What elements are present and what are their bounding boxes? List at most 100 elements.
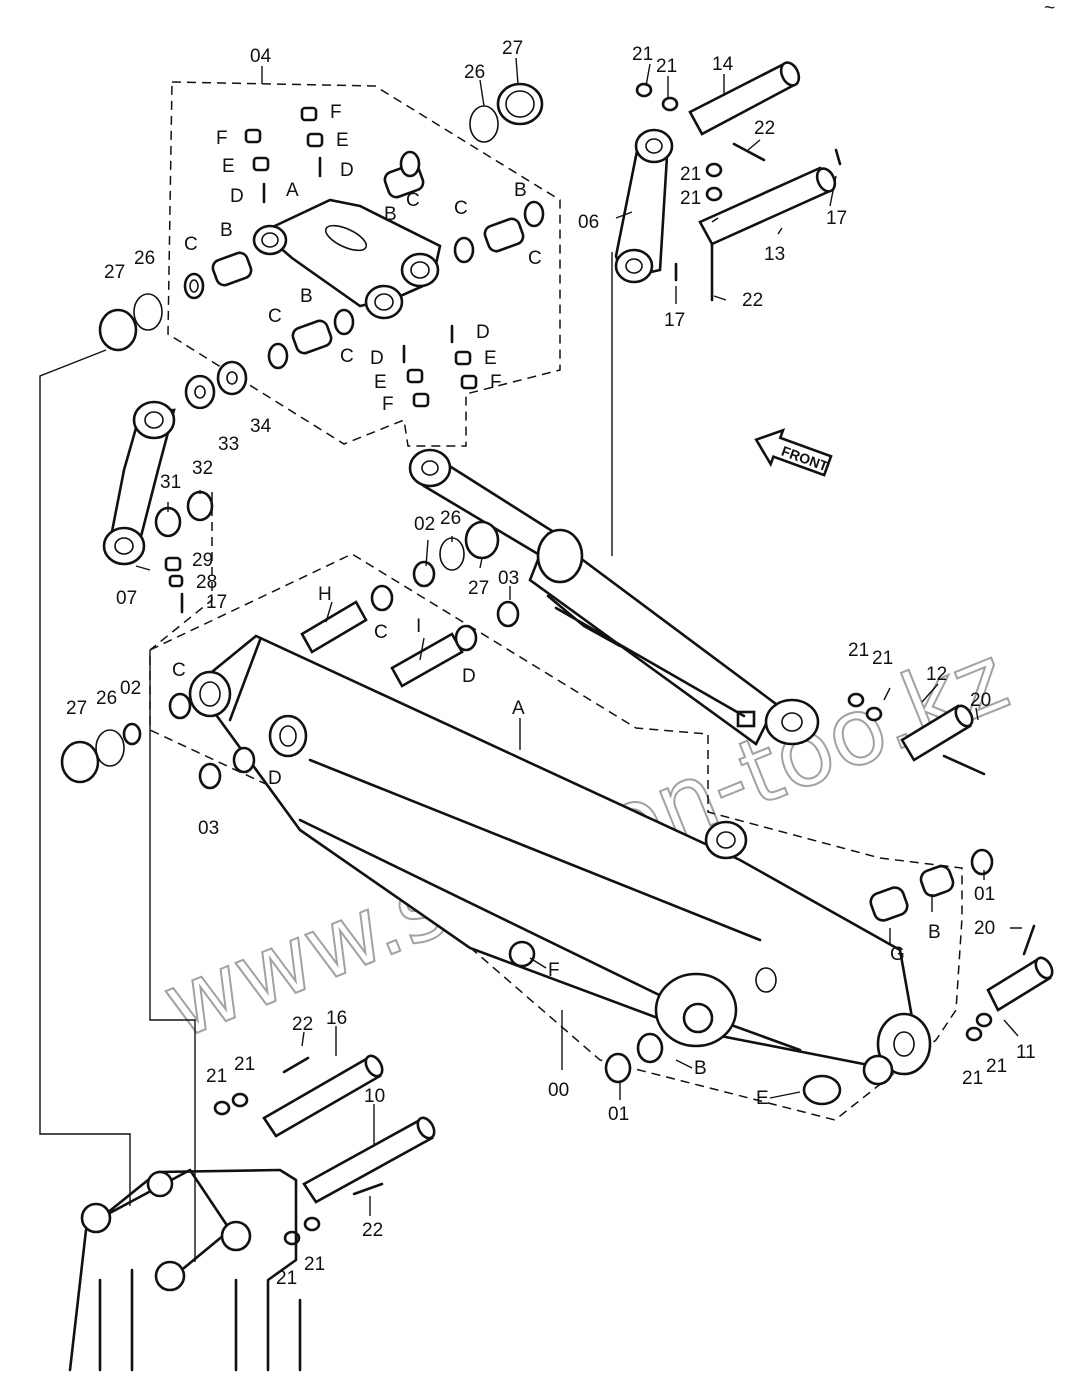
callout-27-mid: 27 <box>468 578 489 599</box>
callout-03-a: 03 <box>498 568 519 589</box>
arm-cylinder <box>408 448 820 746</box>
callout-D-6: D <box>268 768 282 789</box>
callout-16: 16 <box>326 1008 347 1029</box>
callout-21-a: 21 <box>632 44 653 65</box>
callout-C-5: C <box>268 306 282 327</box>
callout-F-4: F <box>382 394 394 415</box>
callout-22-b: 22 <box>742 290 763 311</box>
callout-C-8: C <box>172 660 186 681</box>
callout-C-6: C <box>340 346 354 367</box>
callout-22-c: 22 <box>292 1014 313 1035</box>
callout-D-4: D <box>370 348 384 369</box>
callout-D-5: D <box>462 666 476 687</box>
link-06 <box>614 128 674 284</box>
callout-21-k: 21 <box>276 1268 297 1289</box>
callout-E-4: E <box>374 372 387 393</box>
callout-E-2: E <box>336 130 349 151</box>
upper-link-a <box>252 198 442 320</box>
callout-F-1: F <box>216 128 228 149</box>
pin-13 <box>674 148 842 302</box>
callout-13: 13 <box>764 244 785 265</box>
callout-32: 32 <box>192 458 213 479</box>
callout-D-2: D <box>340 160 354 181</box>
callout-21-c: 21 <box>680 164 701 185</box>
dashed-outline-upper-link <box>167 81 561 447</box>
callout-F-3: F <box>490 372 502 393</box>
callout-E-1: E <box>222 156 235 177</box>
corner-mark: ~ <box>1044 0 1055 19</box>
callout-F-5: F <box>548 960 560 981</box>
upper-collars <box>98 82 544 352</box>
pin-16 <box>213 1054 384 1138</box>
callout-20-b: 20 <box>974 918 995 939</box>
callout-B-1: B <box>220 220 233 241</box>
front-arrow: FRONT <box>754 428 833 477</box>
callout-22-a: 22 <box>754 118 775 139</box>
callout-03-b: 03 <box>198 818 219 839</box>
callout-I: I <box>416 616 421 637</box>
callout-01-b: 01 <box>608 1104 629 1125</box>
callout-33: 33 <box>218 434 239 455</box>
callout-F-2: F <box>330 102 342 123</box>
callout-D-3: D <box>476 322 490 343</box>
callout-21-i: 21 <box>206 1066 227 1087</box>
callout-C-7: C <box>374 622 388 643</box>
callout-B-4: B <box>300 286 313 307</box>
callout-26-left: 26 <box>134 248 155 269</box>
callout-21-b: 21 <box>656 56 677 77</box>
dashed-outline-front <box>149 492 213 651</box>
callout-26-top: 26 <box>464 62 485 83</box>
callout-D-1: D <box>230 186 244 207</box>
callout-02-a: 02 <box>414 514 435 535</box>
callout-E-3: E <box>484 348 497 369</box>
leaders <box>135 57 1022 1216</box>
link-07 <box>102 400 214 614</box>
callout-C-4: C <box>528 248 542 269</box>
callout-A-1: A <box>286 180 299 201</box>
lower-frame <box>68 1168 302 1372</box>
callout-C-1: C <box>184 234 198 255</box>
callout-B-3: B <box>514 180 527 201</box>
callout-34: 34 <box>250 416 272 437</box>
boom-bushings <box>60 692 994 1106</box>
callout-21-h: 21 <box>986 1056 1007 1077</box>
callout-B-5: B <box>928 922 941 943</box>
callout-00: 00 <box>548 1080 569 1101</box>
pin-14 <box>635 61 801 162</box>
callout-06: 06 <box>578 212 599 233</box>
callout-20-a: 20 <box>970 690 991 711</box>
callout-B-6: B <box>694 1058 707 1079</box>
callout-28: 28 <box>196 572 217 593</box>
callout-21-f: 21 <box>872 648 893 669</box>
callout-B-2: B <box>384 204 397 225</box>
callout-A-2: A <box>512 698 525 719</box>
callout-02-b: 02 <box>120 678 141 699</box>
callout-01-a: 01 <box>974 884 995 905</box>
callout-21-d: 21 <box>680 188 701 209</box>
guide-line-mid <box>149 650 196 1262</box>
callout-labels: 04 27 26 F F E E D D A B C C B C C B C B… <box>66 0 1055 1289</box>
callout-04: 04 <box>250 46 272 67</box>
callout-26-boom: 26 <box>96 688 117 709</box>
boom-main <box>188 634 932 1086</box>
callout-22-d: 22 <box>362 1220 383 1241</box>
callout-21-j: 21 <box>234 1054 255 1075</box>
callout-C-2: C <box>406 190 420 211</box>
callout-07: 07 <box>116 588 137 609</box>
callout-27-left: 27 <box>104 262 125 283</box>
boom-pins-h-i <box>300 520 520 688</box>
callout-11: 11 <box>1016 1042 1036 1063</box>
callout-17-c: 17 <box>206 592 227 613</box>
callout-10: 10 <box>364 1086 385 1107</box>
callout-31: 31 <box>160 472 181 493</box>
grease-fittings-upper <box>244 106 478 408</box>
callout-21-e: 21 <box>848 640 869 661</box>
pin-10 <box>283 1116 436 1246</box>
callout-27-top: 27 <box>502 38 523 59</box>
callout-29: 29 <box>192 550 213 571</box>
callout-17-a: 17 <box>826 208 847 229</box>
guide-line-left <box>39 349 131 1206</box>
callout-17-b: 17 <box>664 310 685 331</box>
pin-11 <box>965 924 1054 1042</box>
